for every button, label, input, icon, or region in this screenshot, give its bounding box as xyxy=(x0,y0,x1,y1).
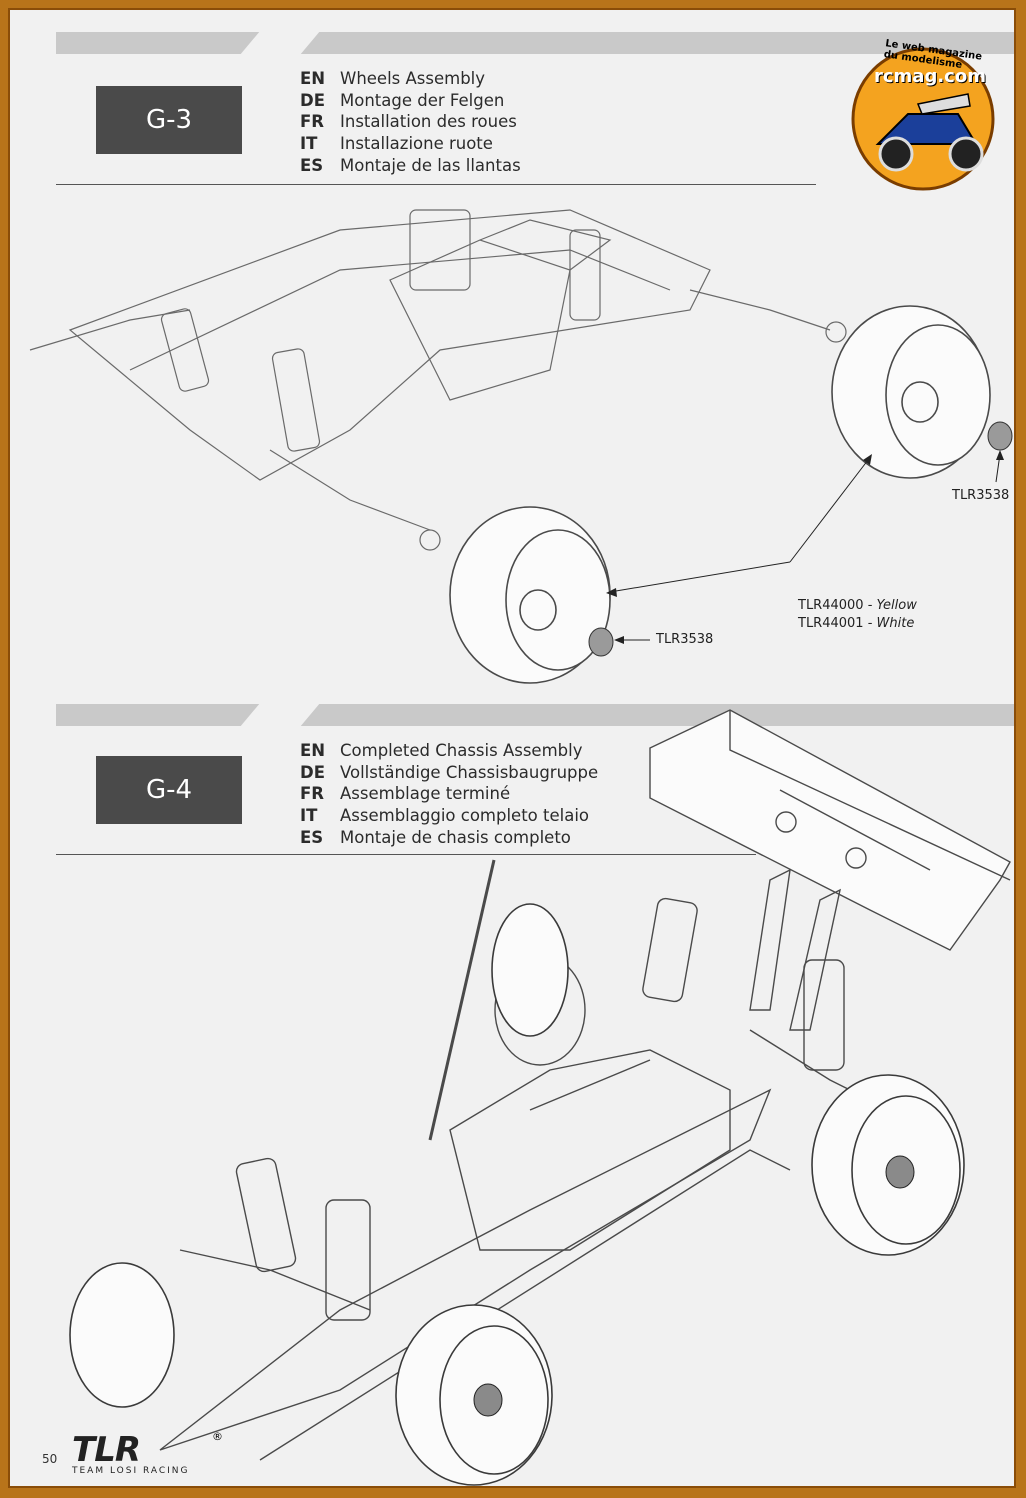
g4-header-band xyxy=(56,704,1014,726)
tlr-registered-mark: ® xyxy=(212,1430,223,1443)
g4-wheel-front-left xyxy=(69,1262,175,1408)
g4-step-label: G-4 xyxy=(145,775,193,805)
g3-front-wheel-hub xyxy=(519,589,557,631)
g3-mid-shock xyxy=(271,348,321,452)
g3-rear-wheel-hub xyxy=(901,381,939,423)
g3-front-shock xyxy=(160,308,210,392)
g3-chassis-outline xyxy=(68,209,711,481)
g3-rear-arm xyxy=(689,289,831,331)
g3-arrow-wheel-front xyxy=(606,588,617,597)
g4-chassis-tub xyxy=(449,1049,731,1251)
g4-rear-wing xyxy=(649,709,1011,951)
g4-wing-stay-right xyxy=(789,888,841,1031)
g3-rear-wheel xyxy=(831,305,989,479)
g3-motor-can xyxy=(409,209,471,291)
g3-leader-nut-right xyxy=(995,453,1001,483)
g4-wing-mount-left xyxy=(775,811,797,833)
g4-wing-mount-right xyxy=(845,847,867,869)
g3-front-arm xyxy=(269,449,431,531)
g4-wheel-rear-left xyxy=(491,903,569,1037)
g3-nut-rear xyxy=(987,421,1013,451)
g3-leader-wheel-rear xyxy=(789,459,869,563)
g3-callout-wheel-yellow: TLR44000 - Yellow xyxy=(798,598,917,613)
g4-wing-stay-left xyxy=(749,868,791,1011)
tlr-logo-mark: TLR xyxy=(72,1430,141,1470)
g4-wheel-front-right-face xyxy=(439,1325,549,1475)
g4-wheel-front-right xyxy=(395,1304,553,1486)
g3-callout-nut-right: TLR3538 xyxy=(952,488,1010,503)
g3-rear-shock xyxy=(569,229,601,321)
g3-arrow-nut-left xyxy=(614,636,624,644)
g4-hub-rear-right xyxy=(885,1155,915,1189)
g4-rear-shock-right xyxy=(803,959,845,1071)
g3-step-label: G-3 xyxy=(145,105,193,135)
g4-wheel-rear-right-face xyxy=(851,1095,961,1245)
rcmag-watermark: Le web magazine du modelisme rcmag.com xyxy=(848,38,998,194)
g4-chassis-edge xyxy=(259,1149,791,1461)
g3-nut-front xyxy=(588,627,614,657)
g4-divider xyxy=(56,854,756,855)
rcmag-badge-icon xyxy=(851,47,995,191)
g3-front-left-arm xyxy=(29,309,191,351)
g3-leader-wheel-front xyxy=(609,561,791,593)
g4-wing-endplate xyxy=(729,710,1011,881)
tlr-logo-subline: TEAM LOSI RACING xyxy=(72,1466,190,1476)
g3-front-axle xyxy=(419,529,441,551)
g4-chassis-plate xyxy=(159,1088,772,1451)
g3-front-wheel xyxy=(449,506,611,684)
g3-rear-axle xyxy=(825,321,847,343)
g4-motor-can xyxy=(494,954,586,1066)
g3-front-wheel-face xyxy=(505,529,611,671)
g4-rear-shock xyxy=(642,897,698,1003)
g3-callout-wheel-white: TLR44001 - White xyxy=(798,616,915,631)
g3-rear-wheel-face xyxy=(885,324,991,466)
g4-wing-rib xyxy=(779,789,931,871)
tlr-logo: TLR TEAM LOSI RACING ® xyxy=(72,1430,223,1476)
g3-radio-box xyxy=(479,219,612,271)
g3-divider xyxy=(56,184,816,185)
g3-chassis-tub xyxy=(389,239,571,401)
g3-callout-nut-left: TLR3538 xyxy=(656,632,714,647)
rcmag-title: rcmag.com xyxy=(874,66,986,87)
g4-wheel-rear-right xyxy=(811,1074,965,1256)
g3-chassis-rail xyxy=(129,249,671,371)
g4-antenna xyxy=(428,859,496,1141)
page-number: 50 xyxy=(42,1452,58,1466)
g3-arrow-wheel-rear xyxy=(863,454,872,465)
g4-tub-rib xyxy=(529,1059,651,1111)
g3-arrow-nut-right xyxy=(996,450,1004,460)
g4-hub-front-right xyxy=(473,1383,503,1417)
g4-step-badge: G-4 xyxy=(96,756,242,824)
g4-front-shock-right xyxy=(325,1199,371,1321)
g3-step-badge: G-3 xyxy=(96,86,242,154)
g4-rear-arm xyxy=(749,1029,891,1111)
g4-front-shock xyxy=(235,1157,297,1273)
g4-front-arm xyxy=(179,1249,371,1311)
